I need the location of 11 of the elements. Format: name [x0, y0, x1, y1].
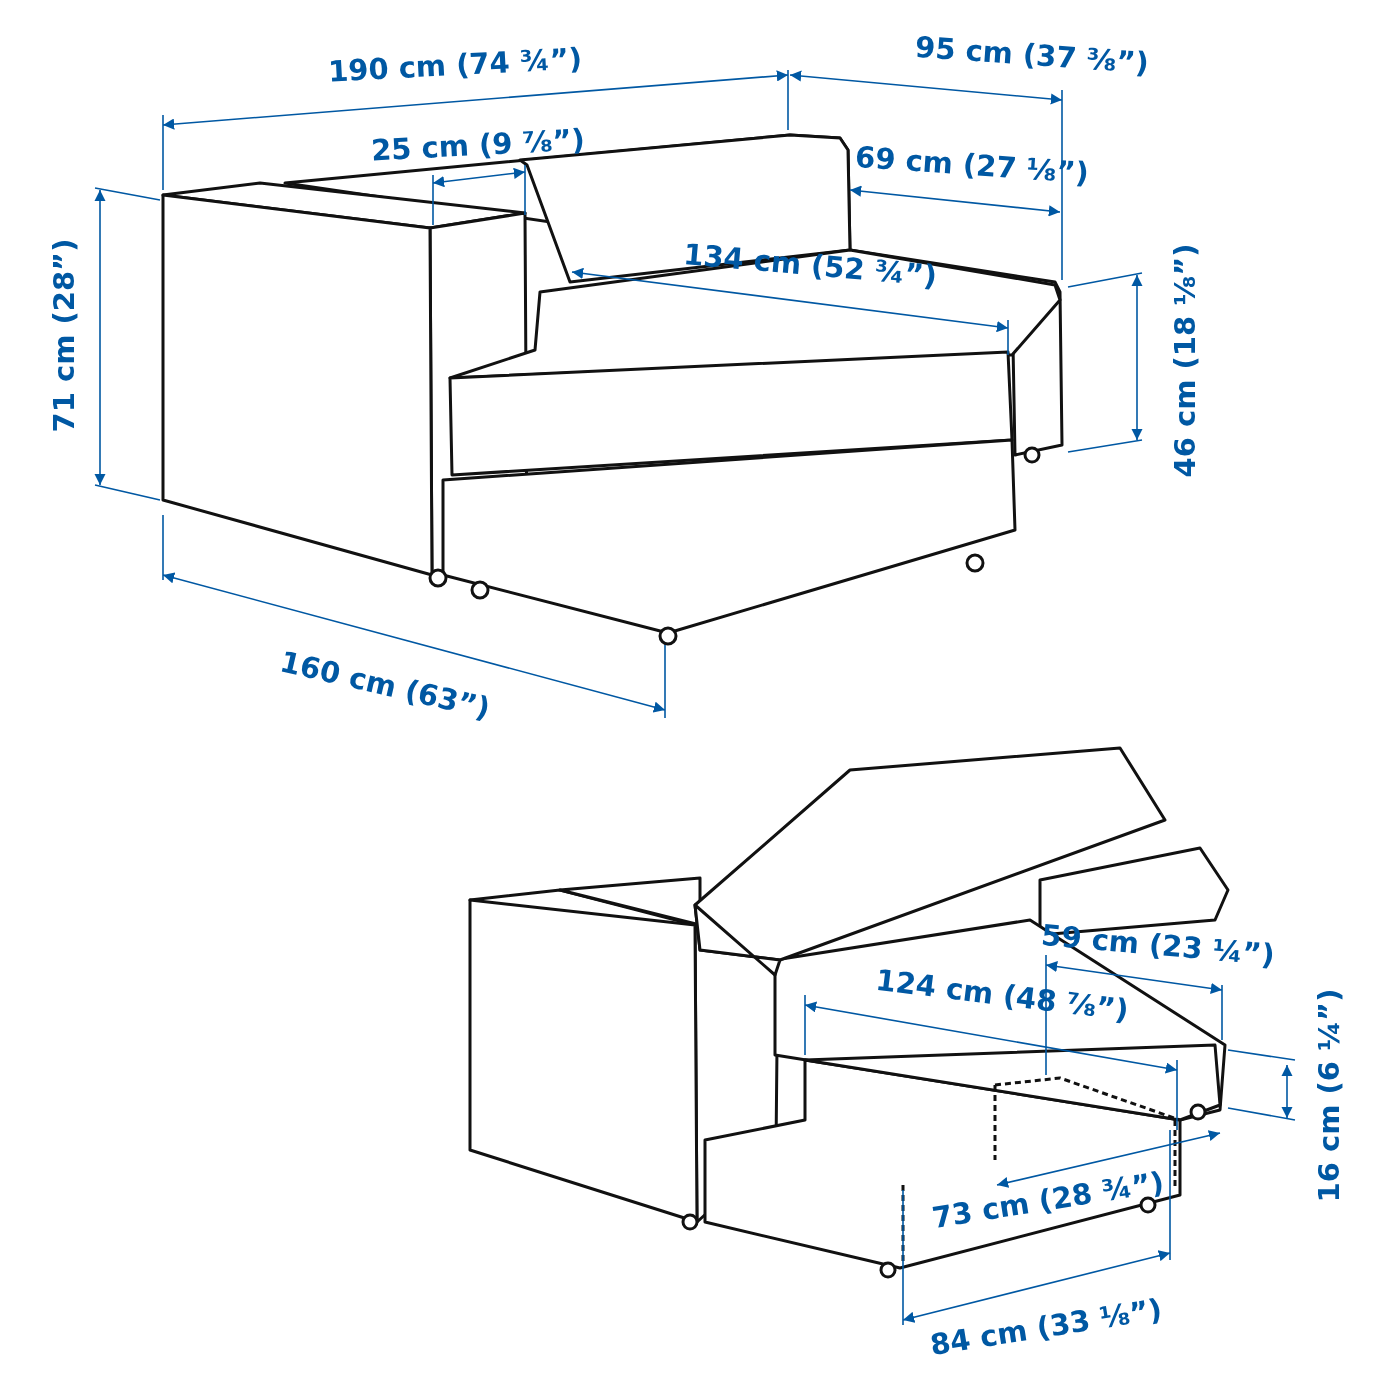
- dimension-label: 69 cm (27 ⅛”): [854, 142, 1090, 188]
- dimension-label: 160 cm (63”): [277, 646, 493, 724]
- dimension-label: 73 cm (28 ¾”): [930, 1167, 1166, 1233]
- dimension-label: 46 cm (18 ⅛”): [1170, 243, 1200, 477]
- dimension-label: 25 cm (9 ⅞”): [370, 124, 586, 166]
- dimension-label: 84 cm (33 ⅛”): [928, 1294, 1164, 1360]
- dimension-label: 95 cm (37 ⅜”): [914, 32, 1150, 78]
- dimension-label: 134 cm (52 ¾”): [682, 239, 938, 291]
- dimension-label: 190 cm (74 ¾”): [327, 43, 583, 87]
- dimension-label: 71 cm (28”): [50, 238, 80, 432]
- dimension-label: 16 cm (6 ¼”): [1315, 988, 1345, 1202]
